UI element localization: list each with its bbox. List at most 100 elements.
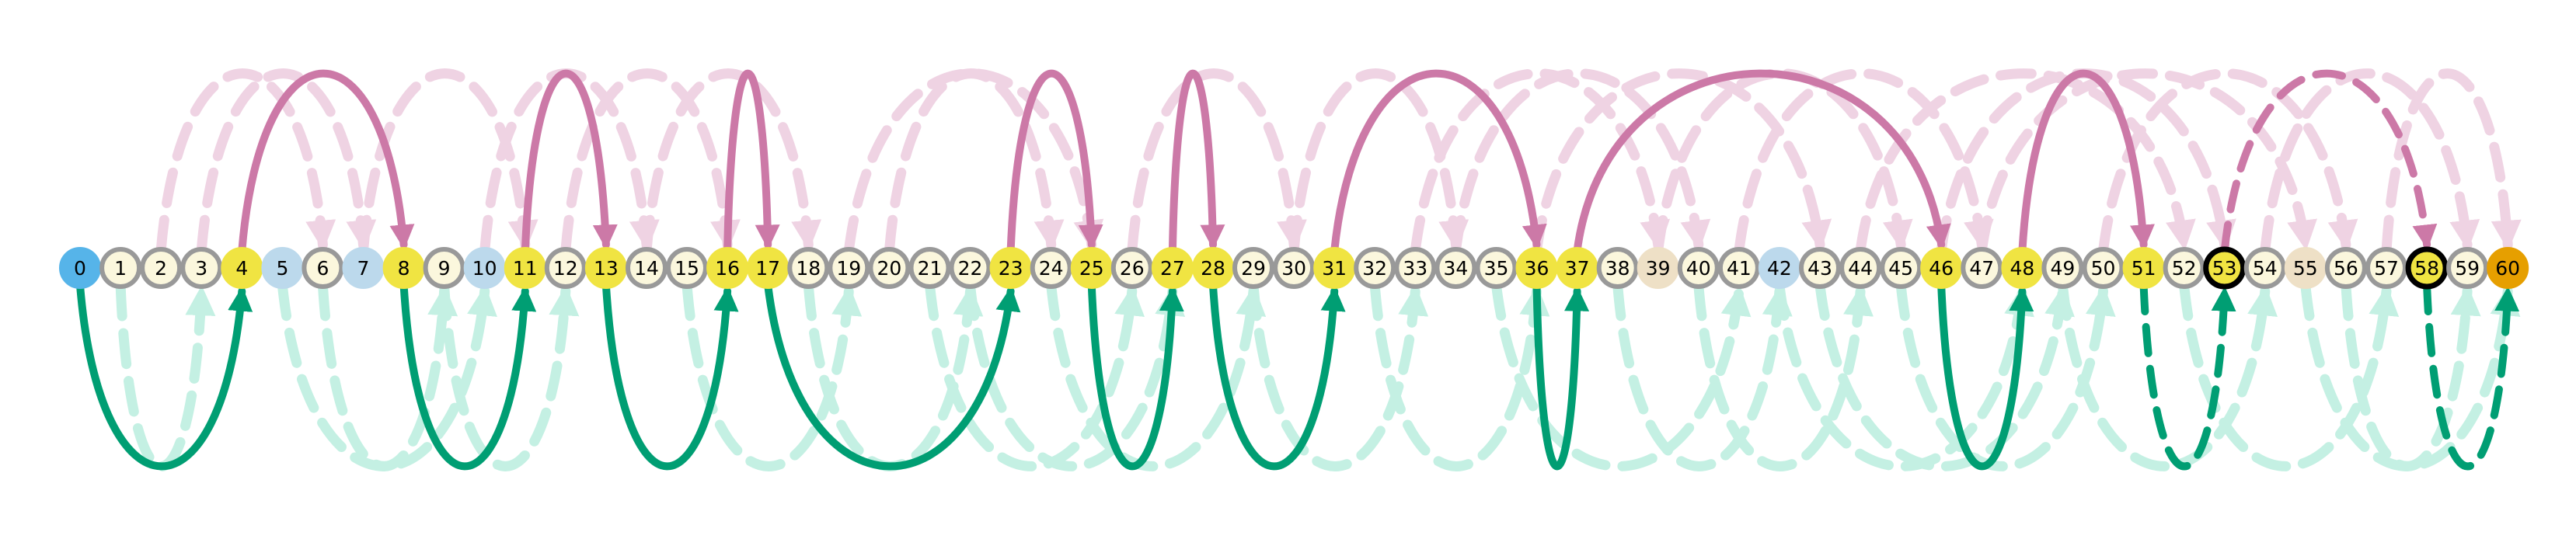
node-circle bbox=[1515, 247, 1558, 289]
node-label: 1 bbox=[114, 257, 127, 280]
node-label: 39 bbox=[1646, 257, 1671, 280]
node-circle bbox=[2163, 247, 2205, 289]
node-circle bbox=[828, 247, 870, 289]
faded-arc-33-39 bbox=[1410, 68, 1671, 256]
node-circle bbox=[504, 247, 546, 289]
node-26: 26 bbox=[1110, 247, 1153, 289]
path-arc-58-60 bbox=[2423, 281, 2520, 471]
node-label: 27 bbox=[1160, 257, 1185, 280]
faded-arc-15-19 bbox=[681, 280, 863, 471]
node-circle bbox=[1961, 247, 2003, 289]
node-60: 60 bbox=[2487, 247, 2529, 289]
node-circle bbox=[2284, 247, 2327, 289]
node-44: 44 bbox=[1839, 247, 1882, 289]
faded-arc-14-18 bbox=[641, 68, 822, 256]
faded-arc-30-34 bbox=[1288, 68, 1469, 256]
node-8: 8 bbox=[382, 247, 425, 289]
faded-arc-44-52 bbox=[1855, 68, 2196, 256]
node-label: 35 bbox=[1484, 257, 1509, 280]
node-label: 7 bbox=[357, 257, 370, 280]
node-circle bbox=[1920, 247, 1963, 289]
node-circle bbox=[1475, 247, 1518, 289]
node-34: 34 bbox=[1434, 247, 1477, 289]
path-arc-46-48 bbox=[1937, 281, 2034, 471]
node-23: 23 bbox=[989, 247, 1032, 289]
node-label: 40 bbox=[1686, 257, 1711, 280]
node-label: 12 bbox=[553, 257, 578, 280]
node-circle bbox=[2324, 247, 2367, 289]
node-31: 31 bbox=[1313, 247, 1356, 289]
node-circle bbox=[261, 247, 304, 289]
path-arc-28-31 bbox=[1209, 281, 1346, 471]
faded-arc-38-42 bbox=[1612, 280, 1793, 471]
node-label: 13 bbox=[594, 257, 619, 280]
node-36: 36 bbox=[1515, 247, 1558, 289]
node-label: 55 bbox=[2293, 257, 2318, 280]
node-circle bbox=[180, 247, 223, 289]
node-circle bbox=[1717, 247, 1760, 289]
node-label: 33 bbox=[1403, 257, 1427, 280]
node-41: 41 bbox=[1717, 247, 1760, 289]
node-label: 8 bbox=[398, 257, 410, 280]
node-42: 42 bbox=[1758, 247, 1800, 289]
faded-arc-20-24 bbox=[884, 68, 1065, 256]
faded-arc-29-33 bbox=[1248, 280, 1429, 471]
node-label: 42 bbox=[1767, 257, 1792, 280]
node-58: 58 bbox=[2405, 246, 2449, 290]
node-label: 30 bbox=[1281, 257, 1306, 280]
node-label: 18 bbox=[796, 257, 821, 280]
node-label: 60 bbox=[2495, 257, 2520, 280]
faded-arc-19-25 bbox=[843, 68, 1104, 256]
node-circle bbox=[2446, 247, 2489, 289]
node-circle bbox=[949, 247, 992, 289]
path-arc-8-11 bbox=[399, 281, 537, 471]
faded-arc-9-12 bbox=[439, 280, 580, 471]
node-46: 46 bbox=[1920, 247, 1963, 289]
path-arc-48-51 bbox=[2018, 69, 2155, 255]
path-arcs-layer bbox=[76, 69, 2520, 471]
node-39: 39 bbox=[1637, 247, 1679, 289]
node-51: 51 bbox=[2122, 247, 2165, 289]
faded-arc-35-41 bbox=[1491, 280, 1752, 471]
path-arc-36-37 bbox=[1532, 281, 1590, 471]
node-circle bbox=[221, 247, 263, 289]
faded-arcs-layer bbox=[115, 68, 2522, 471]
node-22: 22 bbox=[949, 247, 992, 289]
node-label: 43 bbox=[1807, 257, 1832, 280]
node-circle bbox=[382, 247, 425, 289]
node-circle bbox=[59, 247, 101, 289]
node-circle bbox=[1799, 247, 1841, 289]
faded-arc-6-9 bbox=[317, 280, 458, 471]
faded-arc-41-47 bbox=[1734, 68, 1994, 256]
node-label: 31 bbox=[1322, 257, 1347, 280]
node-45: 45 bbox=[1880, 247, 1922, 289]
node-circle bbox=[1354, 247, 1396, 289]
node-47: 47 bbox=[1961, 247, 2003, 289]
faded-arc-26-30 bbox=[1127, 68, 1307, 256]
node-37: 37 bbox=[1556, 247, 1598, 289]
path-arc-53-58 bbox=[2220, 69, 2438, 255]
node-label: 3 bbox=[195, 257, 207, 280]
node-circle bbox=[2487, 247, 2529, 289]
node-circle bbox=[2041, 247, 2084, 289]
node-11: 11 bbox=[504, 247, 546, 289]
node-circle bbox=[1273, 247, 1316, 289]
faded-arc-47-55 bbox=[1976, 68, 2317, 256]
node-label: 21 bbox=[918, 257, 943, 280]
node-circle bbox=[1192, 247, 1234, 289]
node-circle bbox=[2243, 247, 2286, 289]
node-circle bbox=[2365, 247, 2407, 289]
path-arc-0-4 bbox=[76, 281, 253, 471]
node-33: 33 bbox=[1394, 247, 1437, 289]
node-27: 27 bbox=[1151, 247, 1194, 289]
node-label: 29 bbox=[1241, 257, 1266, 280]
node-label: 53 bbox=[2212, 257, 2237, 280]
node-label: 38 bbox=[1605, 257, 1630, 280]
node-label: 52 bbox=[2172, 257, 2197, 280]
node-label: 59 bbox=[2455, 257, 2480, 280]
node-label: 6 bbox=[316, 257, 329, 280]
node-label: 50 bbox=[2091, 257, 2116, 280]
faded-arc-36-43 bbox=[1532, 68, 1832, 256]
node-4: 4 bbox=[221, 247, 263, 289]
path-arc-16-17 bbox=[723, 69, 780, 255]
